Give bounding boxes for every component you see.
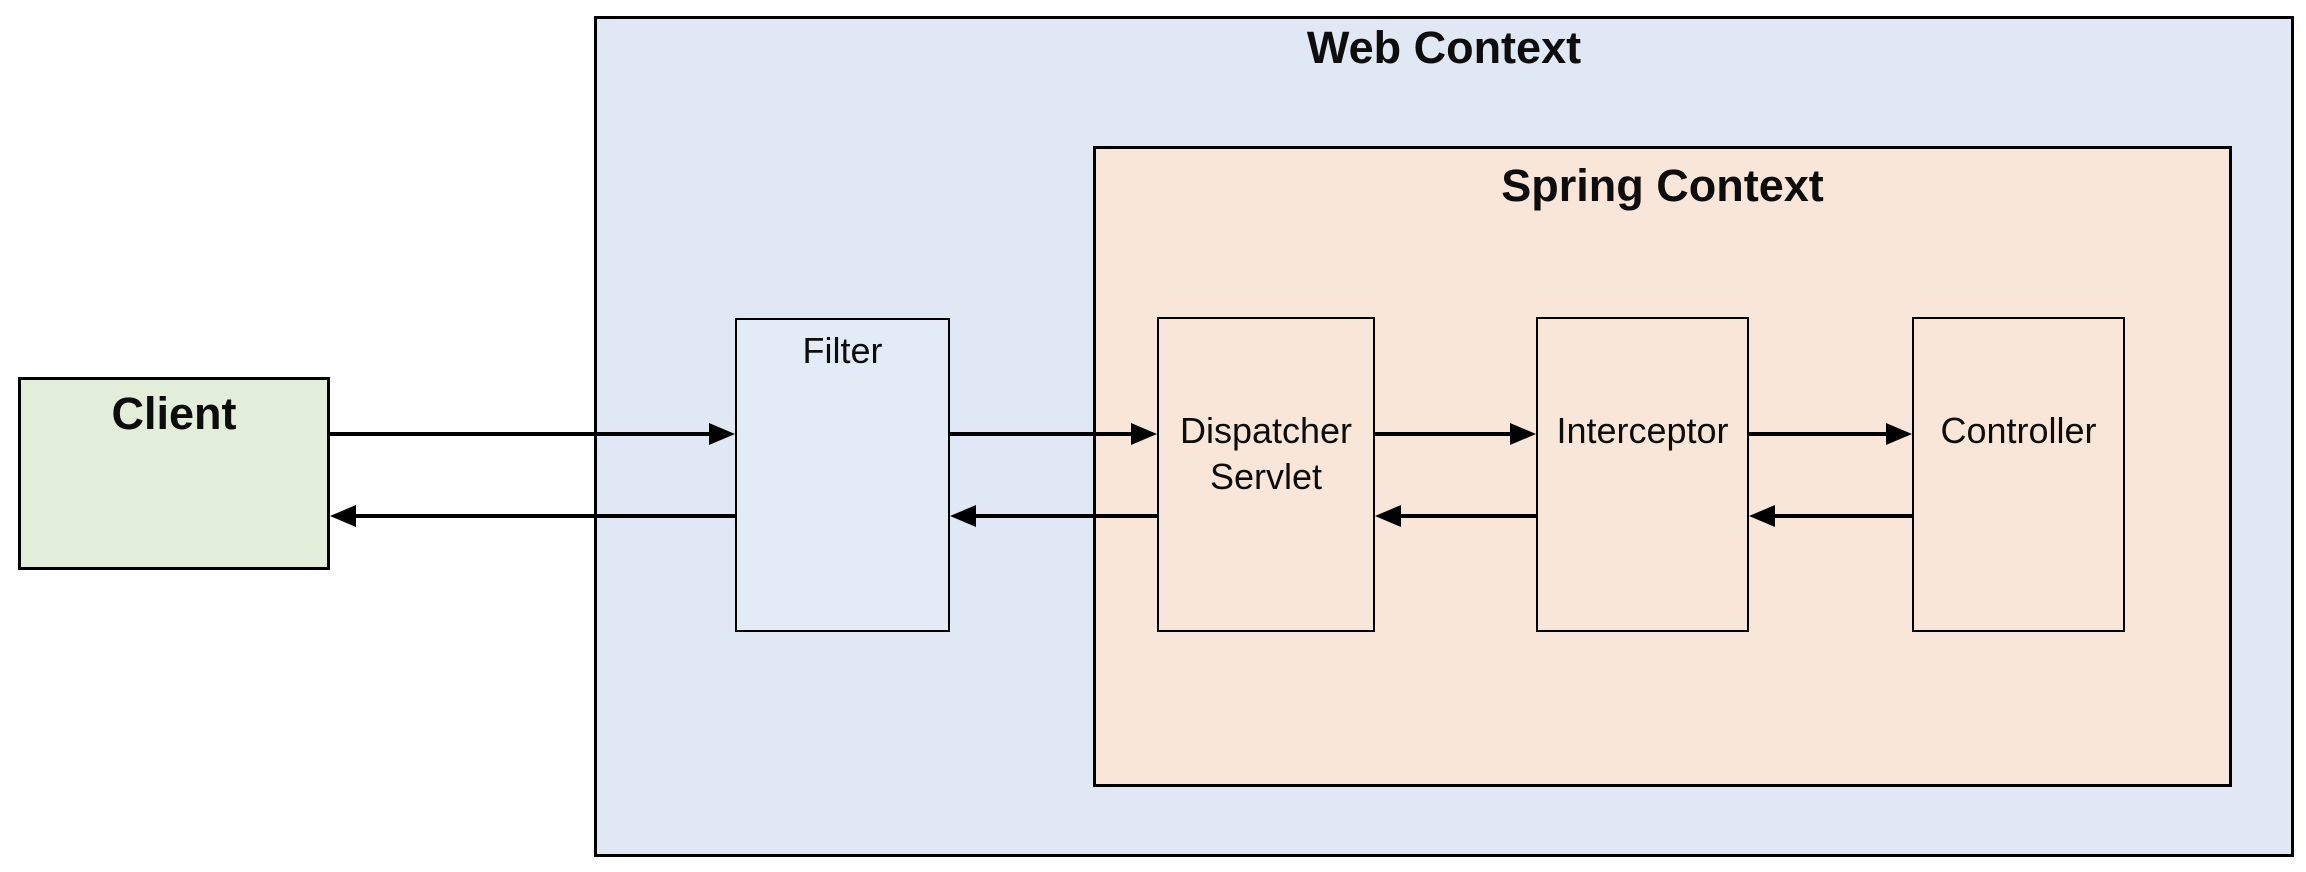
- arrow-shaft: [950, 432, 1143, 436]
- request-arrow-filter-to-dispatcher: [950, 422, 1157, 446]
- arrowhead-right-icon: [709, 423, 735, 445]
- arrowhead-left-icon: [950, 505, 976, 527]
- request-arrow-dispatcher-to-interceptor: [1375, 422, 1536, 446]
- arrow-shaft: [1375, 432, 1522, 436]
- controller-node-box: [1912, 317, 2125, 632]
- request-arrow-interceptor-to-controller: [1749, 422, 1912, 446]
- client-box: [18, 377, 330, 570]
- arrowhead-right-icon: [1131, 423, 1157, 445]
- response-arrow-controller-to-interceptor: [1749, 504, 1912, 528]
- interceptor-node-box: [1536, 317, 1749, 632]
- arrow-shaft: [1749, 432, 1898, 436]
- filter-node-box: [735, 318, 950, 632]
- response-arrow-filter-to-client: [330, 504, 735, 528]
- arrow-shaft: [1389, 514, 1536, 518]
- arrowhead-right-icon: [1886, 423, 1912, 445]
- arrowhead-left-icon: [1375, 505, 1401, 527]
- dispatcher-servlet-node-box: [1157, 317, 1375, 632]
- response-arrow-dispatcher-to-filter: [950, 504, 1157, 528]
- arrow-shaft: [1763, 514, 1912, 518]
- filter-label: Filter: [802, 330, 883, 371]
- web-context-title: Web Context: [1306, 22, 1582, 73]
- client-label: Client: [111, 388, 237, 439]
- arrow-shaft: [330, 432, 721, 436]
- request-arrow-client-to-filter: [330, 422, 735, 446]
- arrow-shaft: [344, 514, 735, 518]
- dispatcher-servlet-label: Dispatcher Servlet: [1179, 410, 1353, 497]
- interceptor-label: Interceptor: [1556, 410, 1729, 451]
- controller-label: Controller: [1940, 410, 2097, 451]
- arrow-shaft: [964, 514, 1157, 518]
- arrowhead-left-icon: [330, 505, 356, 527]
- response-arrow-interceptor-to-dispatcher: [1375, 504, 1536, 528]
- arrowhead-right-icon: [1510, 423, 1536, 445]
- arrowhead-left-icon: [1749, 505, 1775, 527]
- spring-context-title: Spring Context: [1501, 160, 1824, 211]
